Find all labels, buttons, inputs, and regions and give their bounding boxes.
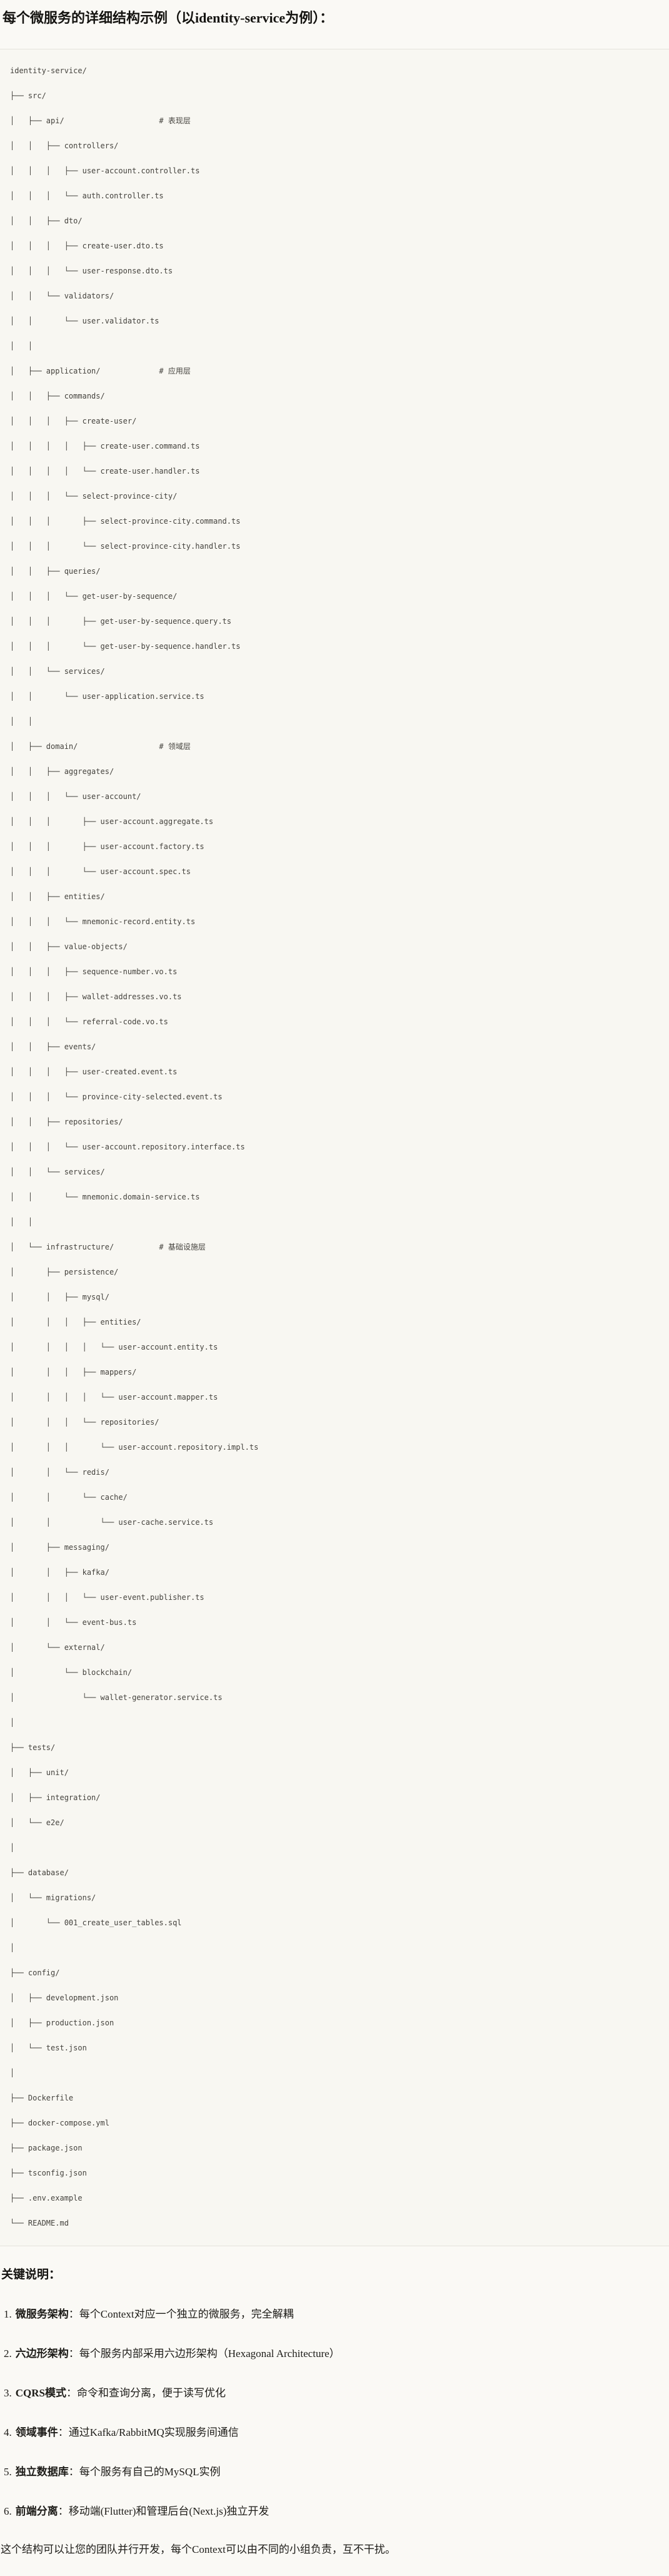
key-point-label: 微服务架构 (15, 2308, 69, 2320)
key-point-label: CQRS模式 (15, 2387, 66, 2399)
key-point-text: ：每个Context对应一个独立的微服务，完全解耦 (68, 2308, 294, 2320)
code-block: identity-service/ ├── src/ │ ├── api/ # … (0, 49, 669, 2246)
directory-tree: identity-service/ ├── src/ │ ├── api/ # … (10, 66, 259, 2227)
key-point-label: 六边形架构 (15, 2348, 69, 2360)
key-point-text: ：移动端(Flutter)和管理后台(Next.js)独立开发 (58, 2505, 269, 2517)
key-point-item: 2.六边形架构：每个服务内部采用六边形架构（Hexagonal Architec… (4, 2345, 669, 2362)
key-point-item: 6.前端分离：移动端(Flutter)和管理后台(Next.js)独立开发 (4, 2503, 669, 2520)
key-point-text: ：命令和查询分离，便于读写优化 (66, 2387, 226, 2399)
key-point-number: 4. (4, 2426, 12, 2438)
key-point-item: 4.领域事件：通过Kafka/RabbitMQ实现服务间通信 (4, 2424, 669, 2441)
key-point-label: 前端分离 (15, 2505, 58, 2517)
key-point-number: 1. (4, 2308, 12, 2320)
key-point-number: 5. (4, 2466, 12, 2478)
key-point-item: 5.独立数据库：每个服务有自己的MySQL实例 (4, 2463, 669, 2480)
key-point-item: 1.微服务架构：每个Context对应一个独立的微服务，完全解耦 (4, 2306, 669, 2323)
closing-paragraph: 这个结构可以让您的团队并行开发，每个Context可以由不同的小组负责，互不干扰… (1, 2543, 396, 2555)
page-title: 每个微服务的详细结构示例（以identity-service为例）： (3, 10, 334, 26)
key-point-number: 2. (4, 2348, 12, 2360)
key-point-label: 独立数据库 (15, 2466, 69, 2478)
key-point-text: ：每个服务有自己的MySQL实例 (68, 2466, 221, 2478)
key-point-number: 3. (4, 2387, 12, 2399)
key-point-label: 领域事件 (15, 2426, 58, 2438)
key-point-item: 3.CQRS模式：命令和查询分离，便于读写优化 (4, 2385, 669, 2401)
key-point-text: ：通过Kafka/RabbitMQ实现服务间通信 (58, 2426, 239, 2438)
key-point-text: ：每个服务内部采用六边形架构（Hexagonal Architecture） (68, 2348, 340, 2360)
key-points-heading: 关键说明： (1, 2268, 61, 2281)
key-point-number: 6. (4, 2505, 12, 2517)
key-points-list: 1.微服务架构：每个Context对应一个独立的微服务，完全解耦 2.六边形架构… (0, 2306, 669, 2520)
